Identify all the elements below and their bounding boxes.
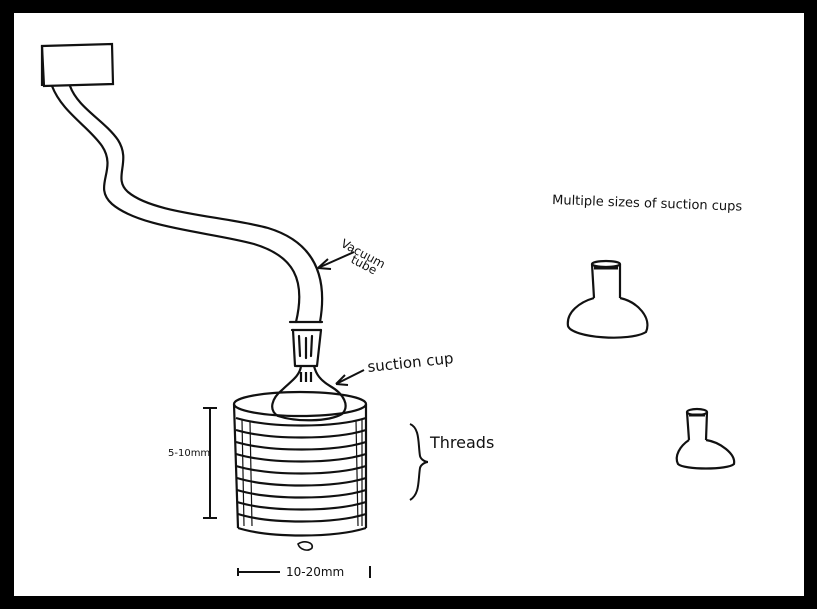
- threads-label: Threads: [429, 433, 494, 452]
- suction-cup-label: suction cup: [367, 349, 455, 376]
- vacuum-source-box: [42, 44, 113, 86]
- width-dimension-label: 10-20mm: [286, 565, 344, 579]
- multiple-sizes-label: Multiple sizes of suction cups: [552, 193, 743, 215]
- height-dimension-label: 5-10mm: [168, 448, 210, 459]
- suction-cup-arrow: [336, 370, 364, 385]
- small-suction-cup: [677, 409, 734, 469]
- large-suction-cup: [568, 261, 648, 338]
- height-dimension: [203, 408, 217, 518]
- threaded-cylinder: [234, 392, 366, 550]
- threads-brace: [410, 424, 428, 500]
- vacuum-tube: [52, 86, 322, 366]
- vacuum-tube-arrow: [318, 252, 354, 269]
